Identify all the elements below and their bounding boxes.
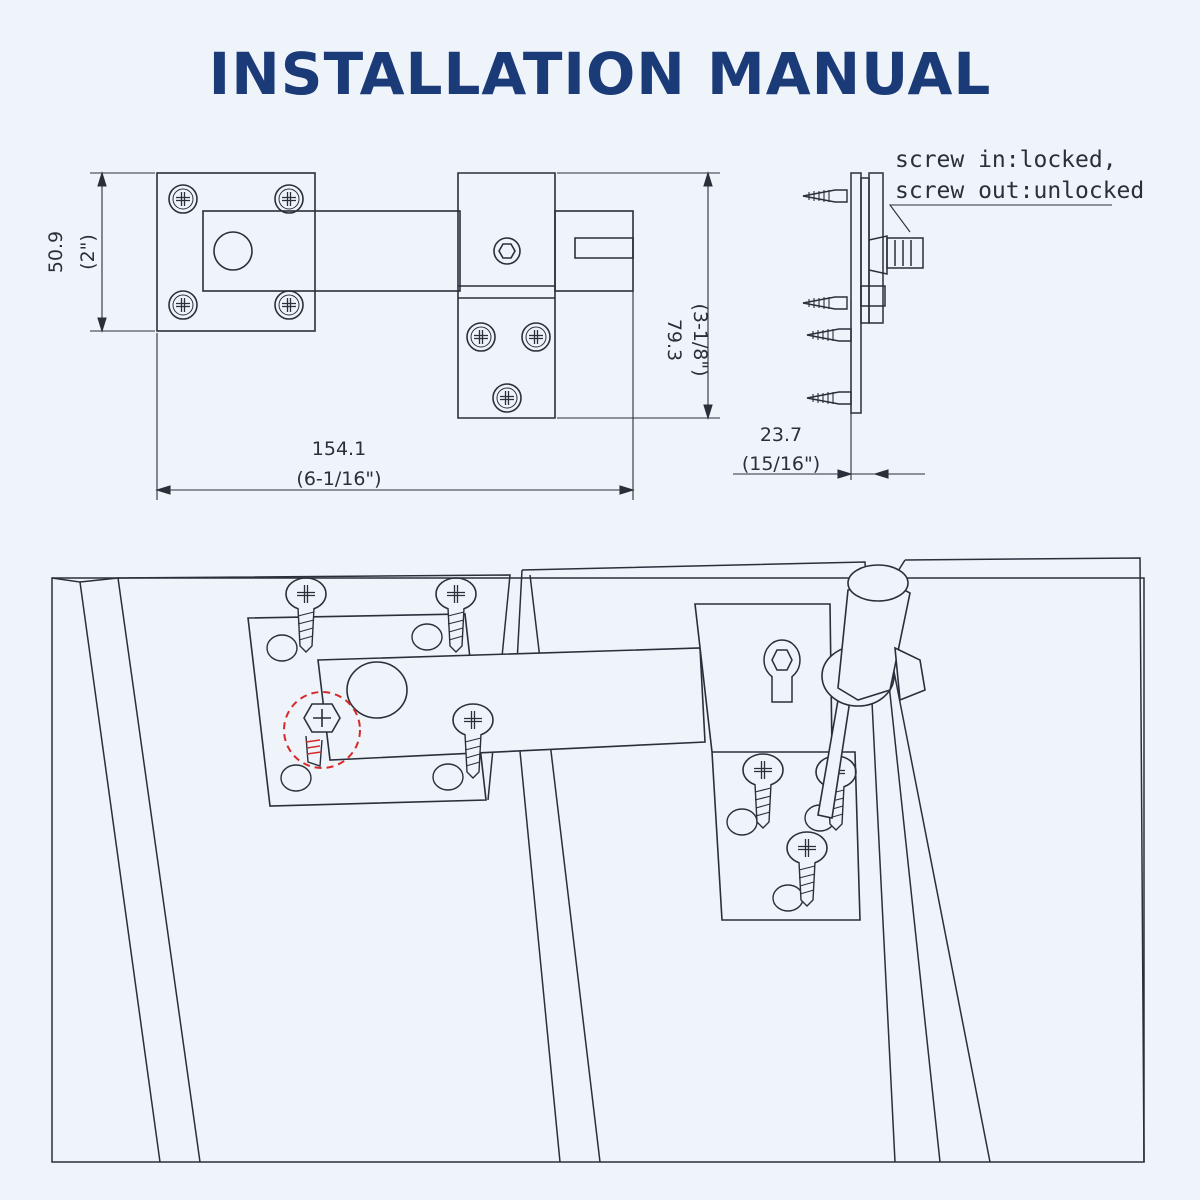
top-view-drawing	[156, 172, 634, 419]
hex-bolt	[763, 639, 801, 703]
door-frame-drawing	[51, 557, 1145, 1163]
depth-mm-label: 23.7	[760, 424, 802, 446]
bracket-mm-label: 79.3	[663, 319, 685, 361]
length-in-label: (6-1/16")	[296, 468, 381, 490]
side-view-drawing	[850, 172, 924, 414]
side-view-screws	[802, 189, 852, 405]
screwdriver	[817, 564, 926, 819]
latch-isometric	[247, 603, 861, 921]
side-note-line2: screw out:unlocked	[895, 178, 1144, 204]
note-leader-line	[888, 204, 1112, 233]
length-mm-label: 154.1	[312, 438, 366, 460]
bracket-in-label: (3-1/8")	[689, 303, 711, 376]
dimension-lines	[90, 171, 925, 500]
page-title: INSTALLATION MANUAL	[208, 40, 992, 108]
height-in-label: (2")	[77, 234, 99, 270]
depth-in-label: (15/16")	[742, 453, 820, 475]
locking-screw-highlight	[283, 691, 361, 769]
height-mm-label: 50.9	[45, 231, 67, 273]
side-note-line1: screw in:locked,	[895, 147, 1117, 173]
